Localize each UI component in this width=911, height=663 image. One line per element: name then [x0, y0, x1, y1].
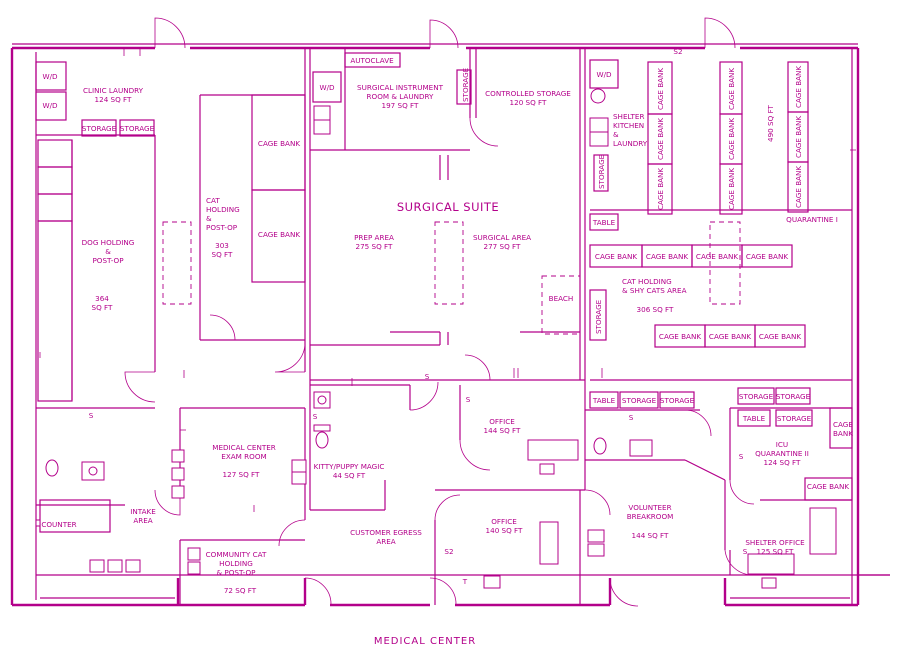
exterior-walls [10, 43, 890, 607]
cage-bank-boxes [35, 52, 853, 533]
room-quarantine-1-area: 490 SQ FT [766, 105, 775, 142]
counter-label: COUNTER [41, 520, 77, 529]
cage-bank-label-v3: CAGE BANK [656, 167, 665, 210]
room-cat-holding-shy: CAT HOLDING & SHY CATS AREA [622, 277, 687, 295]
interior-walls [36, 48, 852, 605]
cage-bank-label-v7: CAGE BANK [794, 65, 803, 108]
room-community-cat-area: 72 SQ FT [223, 586, 257, 595]
storage-label-1: STORAGE [81, 124, 117, 133]
dashed-tables [162, 221, 741, 335]
storage-label-vert-1: STORAGE [461, 67, 470, 102]
cage-bank-label-v1: CAGE BANK [656, 67, 665, 110]
wd-label-2: W/D [42, 101, 58, 110]
cage-bank-label-v9: CAGE BANK [794, 165, 803, 208]
room-dog-holding-area: 364 SQ FT [91, 294, 113, 312]
markers [39, 48, 856, 512]
room-surgical-instrument: SURGICAL INSTRUMENT ROOM & LAUNDRY 197 S… [357, 83, 443, 110]
room-icu: ICU QUARANTINE II 124 SQ FT [755, 440, 809, 467]
storage-label-2: STORAGE [119, 124, 155, 133]
cage-bank-label-8: CAGE BANK [708, 332, 752, 341]
fixtures [35, 88, 837, 589]
cage-bank-label-v4: CAGE BANK [727, 67, 736, 110]
cage-bank-label-1: CAGE BANK [257, 139, 301, 148]
room-cat-holding-shy-area: 306 SQ FT [636, 305, 674, 314]
cage-bank-label-v6: CAGE BANK [727, 167, 736, 210]
room-cat-holding-post-op-area: 303 SQ FT [211, 241, 233, 259]
marker-s2-1: S2 [673, 47, 683, 56]
cage-bank-label-6: CAGE BANK [745, 252, 789, 261]
room-prep-area: PREP AREA 275 SQ FT [354, 233, 394, 251]
cage-bank-label-2: CAGE BANK [257, 230, 301, 239]
storage-label-vert-2: STORAGE [597, 154, 606, 189]
room-surgical-area: SURGICAL AREA 277 SQ FT [472, 233, 532, 251]
plan-title: SURGICAL SUITE [396, 200, 500, 214]
room-kitty-puppy: KITTY/PUPPY MAGIC 44 SQ FT [313, 462, 385, 480]
room-customer-egress: CUSTOMER EGRESS AREA [350, 528, 422, 546]
marker-s-5: S [628, 413, 634, 422]
room-office-2: OFFICE 140 SQ FT [485, 517, 523, 535]
cage-bank-label-7: CAGE BANK [658, 332, 702, 341]
wd-label-4: W/D [596, 70, 612, 79]
kennels [37, 139, 73, 402]
room-medical-exam-area: 127 SQ FT [222, 470, 260, 479]
cage-bank-label-4: CAGE BANK [645, 252, 689, 261]
room-volunteer: VOLUNTEER BREAKROOM [626, 503, 674, 521]
interior-doors [124, 117, 755, 607]
cage-bank-label-3: CAGE BANK [594, 252, 638, 261]
storage-label-5: STORAGE [738, 392, 774, 401]
room-shelter-kitchen: SHELTER KITCHEN & LAUNDRY [613, 112, 648, 148]
cage-bank-label-v2: CAGE BANK [656, 117, 665, 160]
room-cat-holding-post-op: CAT HOLDING & POST-OP [206, 196, 240, 232]
room-shelter-office: SHELTER OFFICE 125 SQ FT [745, 538, 805, 556]
storage-label-6: STORAGE [775, 392, 811, 401]
room-dog-holding: DOG HOLDING & POST-OP [81, 238, 135, 265]
cage-bank-label-11: CAGE BANK [833, 420, 853, 438]
room-intake: INTAKE AREA [130, 507, 156, 525]
entrance-doors [154, 17, 736, 49]
storage-label-7: STORAGE [776, 414, 812, 423]
wd-label-3: W/D [319, 83, 335, 92]
storage-label-4: STORAGE [659, 396, 695, 405]
autoclave-label: AUTOCLAVE [350, 56, 394, 65]
room-volunteer-area: 144 SQ FT [631, 531, 669, 540]
marker-s2-2: S2 [444, 547, 454, 556]
marker-s-6: S [738, 452, 744, 461]
cage-bank-label-v8: CAGE BANK [794, 115, 803, 158]
beach-label: BEACH [548, 294, 574, 303]
room-medical-exam: MEDICAL CENTER EXAM ROOM [212, 443, 276, 461]
room-community-cat: COMMUNITY CAT HOLDING & POST-OP [205, 550, 267, 577]
table-label-2: TABLE [592, 396, 616, 405]
cage-bank-label-9: CAGE BANK [758, 332, 802, 341]
marker-s-7: S [742, 547, 748, 556]
room-controlled-storage: CONTROLLED STORAGE 120 SQ FT [485, 89, 571, 107]
marker-s-4: S [465, 395, 471, 404]
cage-bank-label-10: CAGE BANK [806, 482, 850, 491]
cage-bank-label-5: CAGE BANK [695, 252, 739, 261]
storage-label-3: STORAGE [621, 396, 657, 405]
marker-s-2: S [424, 372, 430, 381]
storage-label-vert-3: STORAGE [594, 299, 603, 334]
marker-s-3: S [312, 412, 318, 421]
table-label-1: TABLE [592, 218, 616, 227]
wd-label-1: W/D [42, 72, 58, 81]
plan-caption: MEDICAL CENTER [373, 636, 477, 647]
marker-t: T [462, 577, 468, 586]
room-office-1: OFFICE 144 SQ FT [483, 417, 521, 435]
marker-s-1: S [88, 411, 94, 420]
cage-bank-label-v5: CAGE BANK [727, 117, 736, 160]
room-clinic-laundry: CLINIC LAUNDRY 124 SQ FT [82, 86, 144, 104]
table-label-3: TABLE [742, 414, 766, 423]
room-quarantine-1: QUARANTINE I [786, 215, 838, 224]
